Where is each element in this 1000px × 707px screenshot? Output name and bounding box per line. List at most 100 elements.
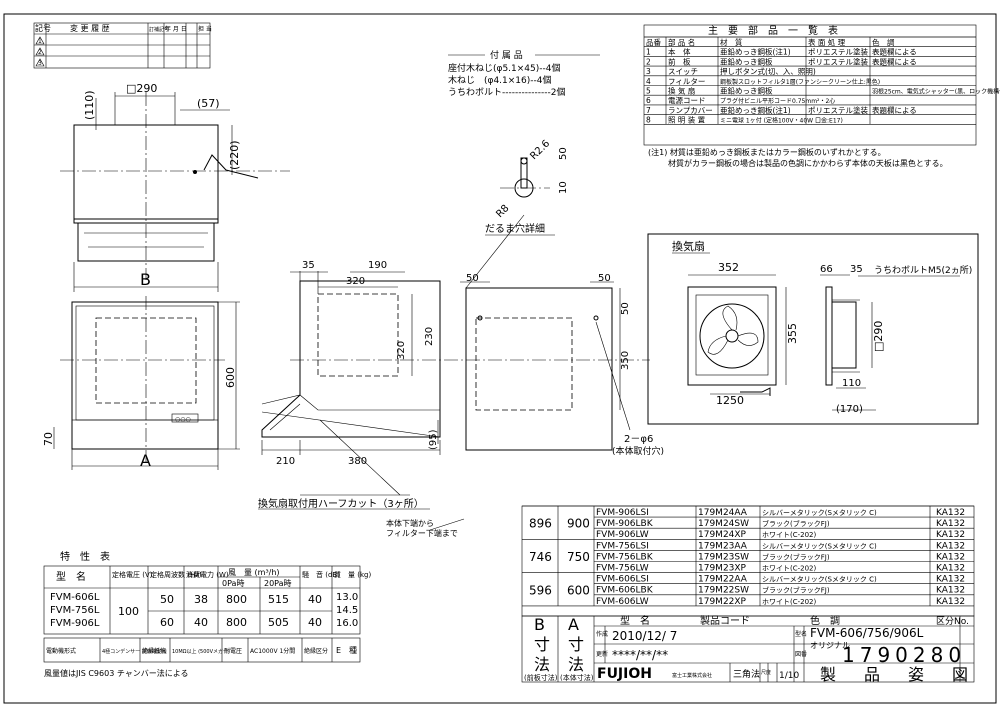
spec-hz-50: 50 — [160, 593, 174, 606]
parts-cell: 8 — [646, 116, 651, 125]
dim-top-110: (110) — [83, 90, 96, 120]
class-cell: KA132 — [936, 552, 965, 562]
parts-cell: ランプカバー — [668, 106, 713, 115]
parts-cell: 亜鉛めっき鋼板(注1) — [720, 47, 791, 57]
parts-cell: 鋼板製スロットフィルタ1層(ファンシークリーン仕上:黒色) — [720, 78, 880, 86]
parts-cell: 換 気 扇 — [668, 86, 695, 96]
color-cell: シルバーメタリック(Sメタリック C) — [762, 575, 877, 584]
parts-cell: 表題欄による — [872, 105, 917, 115]
spec-f-motor: 電動機形式 — [46, 647, 76, 655]
back-view: 50 50 50 350 2－φ6 (本体取付穴) — [460, 214, 664, 457]
parts-cell: 2 — [646, 57, 651, 66]
model-name-cell: FVM-906LSI — [596, 508, 649, 518]
side-note-1: 本体下端から — [386, 518, 434, 528]
dim-top-57: (57) — [197, 97, 220, 110]
parts-cell: 照 明 装 置 — [668, 115, 706, 125]
model-name-cell: FVM-906LW — [596, 530, 649, 540]
color-cell: シルバーメタリック(Sメタリック C) — [762, 508, 877, 517]
spec-h-airflow-20: 20Pa時 — [264, 579, 292, 588]
parts-header-cell: 材 質 — [720, 37, 743, 47]
spec-h-weight: 質 量 (kg) — [334, 570, 371, 579]
model-name-cell: FVM-756LSI — [596, 541, 649, 551]
hdr-color: 色 調 — [810, 614, 840, 627]
accessories-list: 付 属 品 座付木ねじ(φ5.1×45)--4個 木ねじ (φ4.1×16)--… — [448, 50, 600, 98]
svg-text:○○○: ○○○ — [175, 416, 191, 423]
rev-header-code: 訂補記号 — [149, 26, 169, 33]
parts-cell: 押しボタン式(切、入、照明) — [720, 66, 816, 76]
dim-a-value: 750 — [567, 550, 590, 564]
color-cell: ブラック(ブラックFJ) — [762, 552, 830, 561]
dim-back-50c: 50 — [620, 302, 631, 315]
fan-dim-352: 352 — [718, 261, 739, 274]
spec-air20-60: 505 — [268, 616, 289, 629]
product-code-cell: 179M23AA — [698, 541, 748, 551]
parts-note-2: 材質がカラー鋼板の場合は製品の色調にかかわらず本体の天板は黒色とする。 — [668, 158, 948, 168]
spec-h-freq: 定格周波数 (Hz) — [150, 570, 202, 579]
spec-title: 特 性 表 — [60, 550, 110, 563]
dim-b-sun: 寸 — [534, 635, 550, 654]
back-holes-note: (本体取付穴) — [612, 445, 664, 457]
parts-cell: 4 — [646, 77, 651, 86]
dim-a-note: (本体寸法) — [560, 673, 594, 682]
parts-cell: スイッチ — [668, 67, 698, 76]
spec-voltage: 100 — [118, 605, 139, 618]
dim-b-value: 596 — [529, 583, 552, 597]
parts-cell: 7 — [646, 106, 651, 115]
parts-cell: ミニ電球 1ヶ付 (定格100V・40W 口金:E17) — [720, 117, 843, 125]
color-cell: ホワイト(C-202) — [762, 598, 817, 606]
spec-h-airflow: 風 量 (m³/h) — [228, 568, 280, 577]
color-cell: ブラック(ブラックFJ) — [762, 519, 830, 528]
model-name-cell: FVM-756LBK — [596, 552, 654, 562]
parts-header-cell: 部 品 名 — [668, 37, 695, 47]
dim-back-350: 350 — [620, 351, 631, 370]
spec-note: 風量値はJIS C9603 チャンバー法による — [44, 668, 189, 678]
spec-air0-60: 800 — [226, 616, 247, 629]
parts-cell: 亜鉛めっき鋼板 — [720, 86, 773, 96]
parts-cell: 亜鉛めっき鋼板(注1) — [720, 105, 791, 115]
scale: 1/10 — [779, 671, 799, 681]
spec-f-volt-v: AC1000V 1分間 — [250, 647, 295, 655]
back-holes: 2－φ6 — [624, 434, 653, 445]
parts-cell: フィルター — [668, 77, 705, 86]
date-label: 作成 — [596, 630, 608, 638]
spec-air0-50: 800 — [226, 593, 247, 606]
color-cell: ホワイト(C-202) — [762, 565, 817, 573]
dim-front-600: 600 — [224, 367, 237, 388]
spec-h-voltage: 定格電圧 (V) — [112, 570, 153, 579]
updated-date: ****/**/** — [612, 648, 668, 662]
drawing-label: 図番 — [795, 651, 807, 658]
class-cell: KA132 — [936, 575, 965, 585]
parts-cell: ポリエステル塗装 — [808, 47, 868, 57]
spec-w-50: 38 — [194, 593, 208, 606]
fan-dim-35: 35 — [850, 264, 863, 275]
fan-dim-66: 66 — [820, 264, 833, 275]
fujioh-logo: FUJIOH — [597, 666, 652, 682]
product-code-cell: 179M24XP — [698, 530, 747, 540]
side-view: 35 190 320 230 320 (95) 210 380 換気扇取付用ハー… — [258, 260, 650, 538]
spec-w-60: 40 — [194, 616, 208, 629]
parts-header-cell: 色 調 — [872, 37, 895, 47]
spec-table: 特 性 表 型 名 定格電圧 (V) 定格周波数 (Hz) 消費電力 (W) 風… — [43, 550, 371, 678]
parts-note-1: (注1) 材質は亜鉛めっき鋼板またはカラー鋼板のいずれかとする。 — [648, 147, 886, 157]
dim-a-label: A — [568, 615, 579, 634]
projection: 三角法 — [733, 668, 760, 680]
model-name-cell: FVM-606LBK — [596, 586, 654, 596]
dim-top-290: □290 — [126, 82, 157, 95]
dim-a-value: 600 — [567, 583, 590, 597]
model-label: 型名 — [795, 630, 807, 638]
spec-model-2: FVM-756L — [50, 605, 100, 616]
parts-cell: 1 — [646, 48, 651, 57]
spec-h-power: 消費電力 (W) — [186, 570, 229, 579]
accessory-1: 座付木ねじ(φ5.1×45)--4個 — [448, 62, 561, 74]
parts-cell: ポリエステル塗装 — [808, 56, 868, 66]
spec-f-ins-v: 10MΩ以上 (500Vメガー) — [172, 648, 230, 655]
fan-title: 換気扇 — [672, 239, 705, 253]
parts-cell: プラグ付ビニル平形コード0.75mm²・2心 — [720, 97, 835, 105]
created-date: 2010/12/ 7 — [612, 629, 677, 643]
side-note-2: フィルター下端まで — [386, 528, 458, 538]
model-sub: オリジナル — [810, 641, 850, 650]
spec-h-model: 型 名 — [56, 570, 86, 583]
doc-title: 製 品 姿 図 — [820, 665, 974, 684]
company-name: 富士工業株式会社 — [672, 672, 712, 679]
parts-header-cell: 表 面 処 理 — [808, 37, 846, 47]
